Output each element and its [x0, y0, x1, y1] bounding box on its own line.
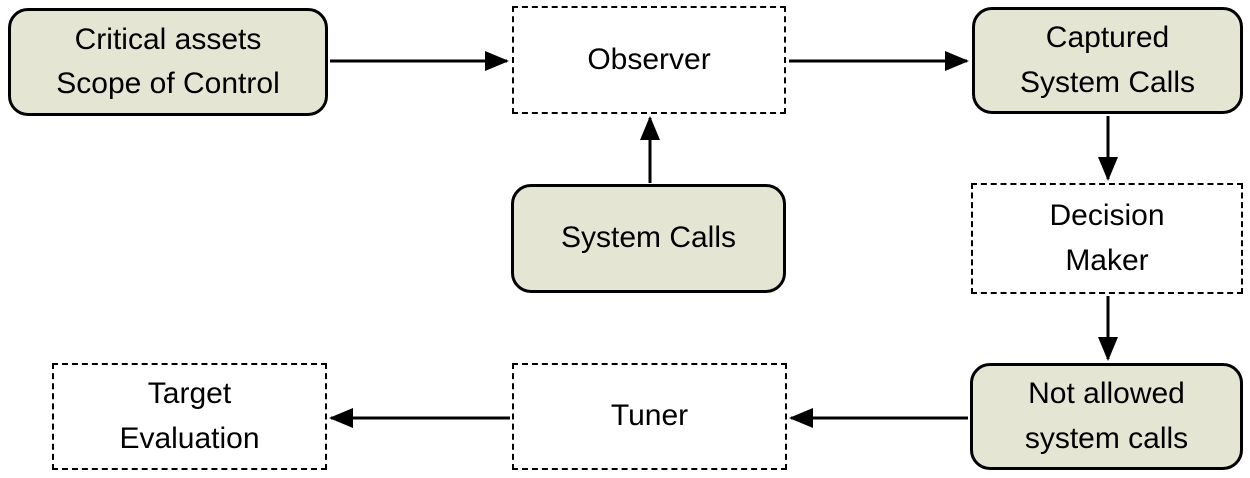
node-captured-system-calls: Captured System Calls [972, 7, 1243, 114]
node-critical-assets-scope-of-control: Critical assets Scope of Control [8, 8, 328, 116]
node-label: Not allowed system calls [1024, 377, 1189, 455]
node-decision-maker: Decision Maker [971, 183, 1243, 294]
node-label: Observer [587, 42, 711, 76]
node-tuner: Tuner [512, 363, 787, 470]
node-label: Captured System Calls [1019, 21, 1196, 99]
node-label: Tuner [610, 399, 689, 433]
node-label: Critical assets Scope of Control [56, 22, 280, 100]
node-label: System Calls [560, 221, 737, 255]
node-label: Target Evaluation [119, 377, 260, 455]
node-system-calls: System Calls [511, 184, 786, 293]
node-target-evaluation: Target Evaluation [52, 363, 327, 470]
node-not-allowed-system-calls: Not allowed system calls [970, 363, 1243, 470]
node-observer: Observer [512, 6, 786, 114]
node-label: Decision Maker [1049, 199, 1165, 277]
